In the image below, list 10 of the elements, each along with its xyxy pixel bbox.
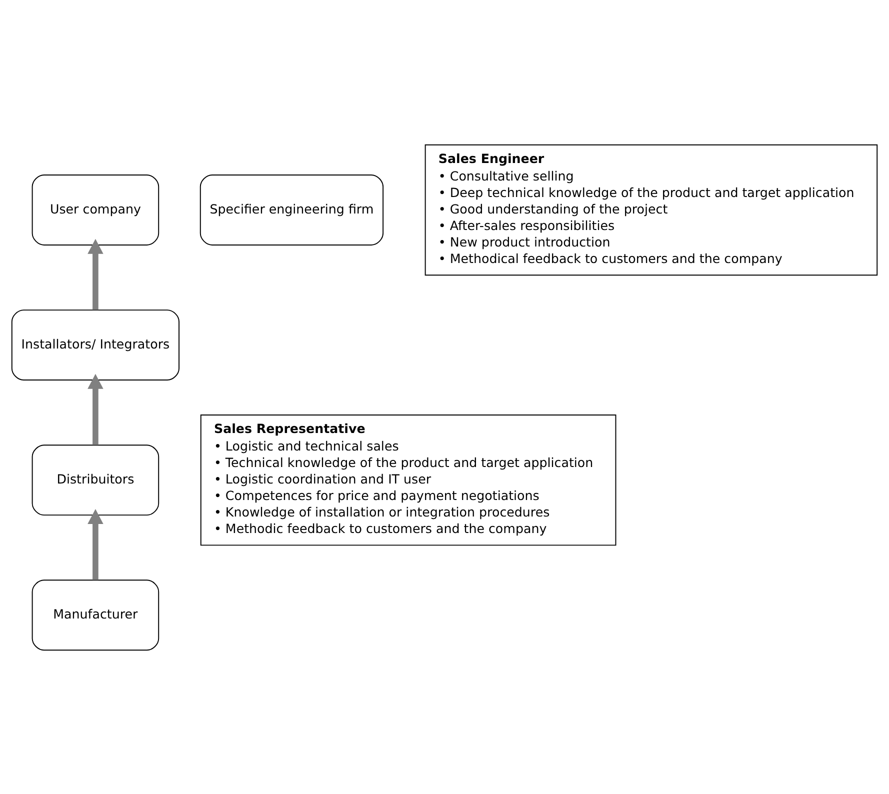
node-box: Installators/ Integrators xyxy=(11,309,180,380)
node-box: Distribuitors xyxy=(32,444,160,516)
node-box: Specifier engineering firm xyxy=(200,174,384,245)
node-box: Sales Representative • Logistic and technical sales • Technical knowledge of the product and target application • Logistic coordination and IT user • Competences for price and payment negotiations • Knowledge of installation or integration procedures • Methodic feedback to customers and the company xyxy=(200,414,616,546)
node-box: Sales Engineer • Consultative selling • Deep technical knowledge of the product and target application • Good understanding of the project • After-sales responsibilities • New product introduction • Methodical feedback to customers and the company xyxy=(424,144,878,276)
arrow xyxy=(88,373,104,444)
node-box: Manufacturer xyxy=(32,579,160,650)
node-box: User company xyxy=(32,174,160,245)
arrow xyxy=(88,508,104,580)
arrow xyxy=(88,238,104,310)
